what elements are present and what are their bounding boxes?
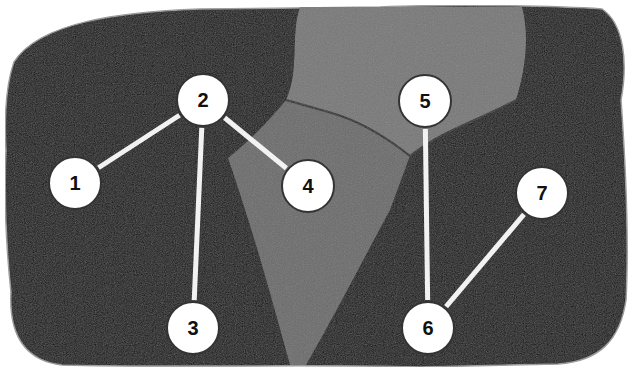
callout-number: 5 [419, 91, 430, 111]
callout-number: 6 [422, 318, 433, 338]
numbered-circle: 3 [165, 300, 221, 356]
callout-number: 3 [187, 318, 198, 338]
numbered-circle: 1 [47, 155, 103, 211]
link-line [194, 128, 202, 300]
numbered-circle: 6 [400, 300, 456, 356]
link-line [425, 129, 427, 300]
callout-number: 7 [536, 183, 547, 203]
circle-shape [399, 75, 451, 127]
circle-shape [49, 157, 101, 209]
circle-shape [402, 302, 454, 354]
link-line [225, 118, 287, 169]
callout-number: 4 [302, 176, 313, 196]
numbered-circle: 7 [514, 165, 570, 221]
callout-number: 2 [197, 90, 208, 110]
link-line [446, 214, 524, 306]
circle-shape [282, 160, 334, 212]
circle-shape [516, 167, 568, 219]
circle-shape [167, 302, 219, 354]
circle-shape [177, 74, 229, 126]
callout-number: 1 [69, 173, 80, 193]
numbered-circle: 2 [175, 72, 231, 128]
numbered-circle: 4 [280, 158, 336, 214]
dark-region [5, 6, 627, 367]
link-line [98, 115, 179, 168]
numbered-circle: 5 [397, 73, 453, 129]
